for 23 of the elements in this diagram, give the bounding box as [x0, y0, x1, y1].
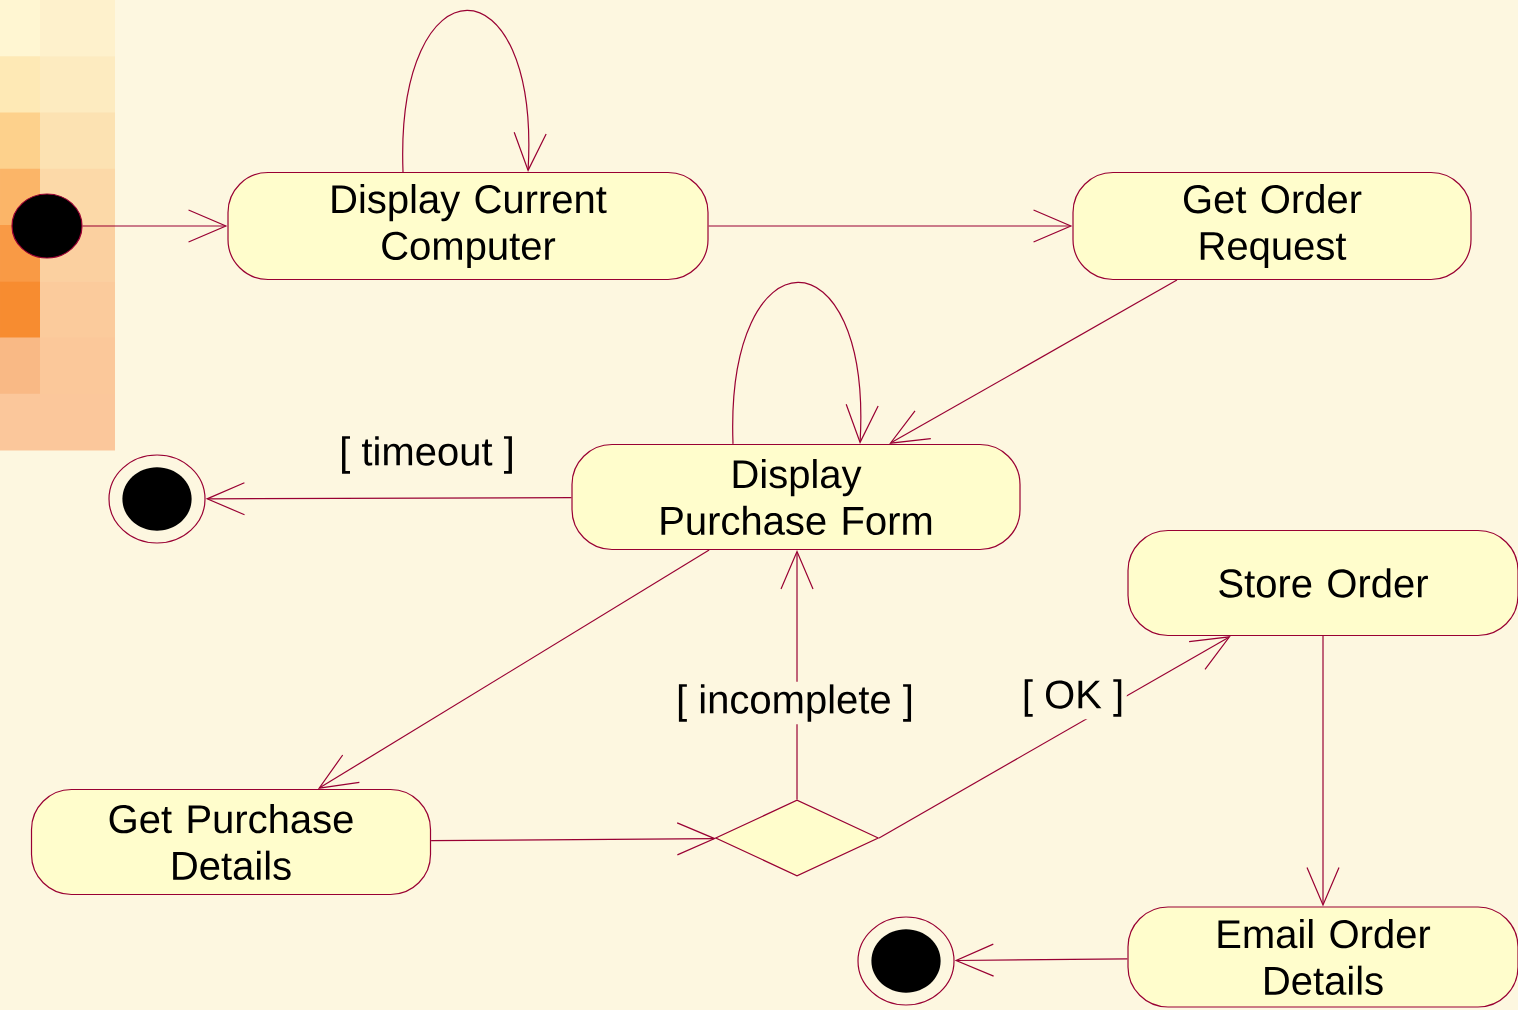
arrow — [82, 209, 228, 243]
activity-box: Store Order — [1127, 529, 1518, 637]
edge-label: [ timeout ] — [336, 433, 518, 477]
activity-box: Email Order Details — [1127, 906, 1518, 1008]
activity-box: Display Current Computer — [227, 171, 709, 281]
arrow — [878, 636, 1231, 839]
arrow — [954, 943, 1128, 977]
activity-box: Get Purchase Details — [30, 788, 432, 896]
self-loop-arrow — [732, 281, 879, 445]
end-bullseye — [857, 916, 955, 1006]
arrow — [1306, 635, 1340, 907]
arrow — [430, 822, 717, 856]
start-dot — [11, 193, 83, 259]
edge-label: [ OK ] — [1019, 676, 1127, 720]
arrow — [889, 279, 1178, 444]
activity-box: Get Order Request — [1072, 171, 1472, 281]
arrow — [205, 482, 572, 516]
activity-box: Display Purchase Form — [571, 443, 1021, 551]
arrow — [708, 209, 1073, 243]
self-loop-arrow — [402, 9, 547, 173]
edge-label: [ incomplete ] — [673, 681, 917, 725]
arrow — [317, 549, 710, 789]
end-bullseye — [108, 454, 206, 544]
